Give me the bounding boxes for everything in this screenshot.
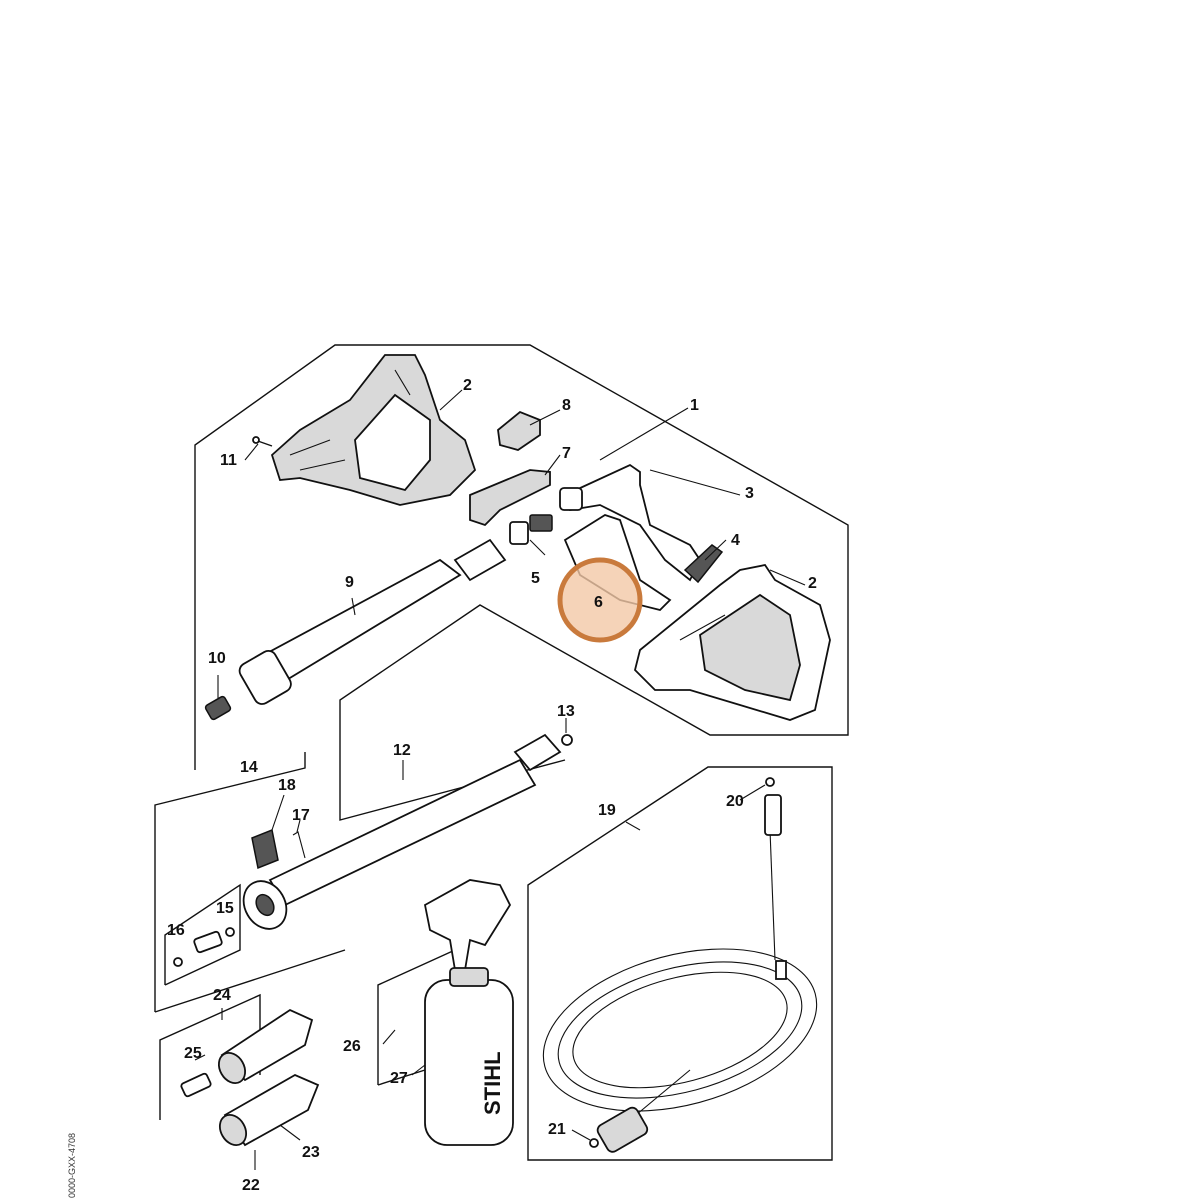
latch — [251, 828, 279, 870]
callout-11: 11 — [220, 452, 237, 469]
callout-25: 25 — [184, 1045, 202, 1062]
screw — [252, 436, 273, 447]
callout-5: 5 — [531, 570, 540, 587]
callout-23: 23 — [302, 1144, 320, 1161]
rotary-nozzle — [217, 1008, 314, 1084]
nozzle-core — [193, 930, 223, 954]
callout-1: 1 — [690, 397, 699, 414]
group-frame-spray-gun — [194, 344, 849, 821]
callout-10: 10 — [208, 650, 226, 667]
retaining-clip — [683, 544, 724, 584]
callout-13: 13 — [557, 703, 575, 720]
spray-lance — [242, 733, 562, 930]
brand-label: STIHL — [480, 1051, 505, 1115]
callout-14: 14 — [240, 759, 258, 776]
callout-8: 8 — [562, 397, 571, 414]
group-frame-hose — [527, 766, 833, 1161]
clip — [497, 410, 541, 451]
o-ring — [561, 734, 573, 746]
hose-o-ring — [589, 777, 775, 1148]
callout-19: 19 — [598, 802, 616, 819]
callout-2-left-housing: 2 — [463, 377, 472, 394]
housing-left-half — [270, 354, 477, 506]
callout-4: 4 — [731, 532, 740, 549]
group-frame-nozzle-set — [164, 883, 241, 986]
callout-21: 21 — [548, 1121, 566, 1138]
callout-17: 17 — [292, 807, 310, 824]
foam-bottle: STIHL — [424, 967, 514, 1146]
callout-27: 27 — [390, 1070, 408, 1087]
variable-nozzle — [218, 1073, 320, 1147]
callout-12: 12 — [393, 742, 411, 759]
callout-26: 26 — [343, 1038, 361, 1055]
callout-18: 18 — [278, 777, 296, 794]
lance-tube — [238, 538, 507, 705]
callout-15: 15 — [216, 900, 234, 917]
callout-labels: 1 2 2 3 4 5 6 7 8 9 10 11 12 13 14 15 16… — [167, 377, 817, 1194]
callout-2-right-housing: 2 — [808, 575, 817, 592]
callout-16: 16 — [167, 922, 185, 939]
small-o-ring — [173, 927, 235, 967]
document-reference: 0000-GXX-4708 — [67, 1133, 77, 1198]
callout-9: 9 — [345, 574, 354, 591]
locking-pin — [292, 831, 306, 859]
high-pressure-hose — [542, 794, 818, 1153]
foam-nozzle — [423, 879, 512, 971]
nozzle-insert — [204, 695, 232, 721]
nozzle-adapter — [180, 1072, 212, 1098]
trigger-lock — [469, 469, 551, 527]
leader-lines — [194, 389, 806, 1170]
callout-6: 6 — [594, 594, 603, 611]
group-frame-foam-bottle — [377, 949, 456, 1086]
callout-7: 7 — [562, 445, 571, 462]
highlight-marker[interactable] — [557, 557, 643, 643]
housing-right-half — [634, 563, 831, 721]
valve-assembly — [509, 514, 553, 545]
callout-22: 22 — [242, 1177, 260, 1194]
callout-3: 3 — [745, 485, 754, 502]
callout-24: 24 — [213, 987, 231, 1004]
group-frame-spray-lance — [154, 752, 346, 1013]
callout-20: 20 — [726, 793, 744, 810]
